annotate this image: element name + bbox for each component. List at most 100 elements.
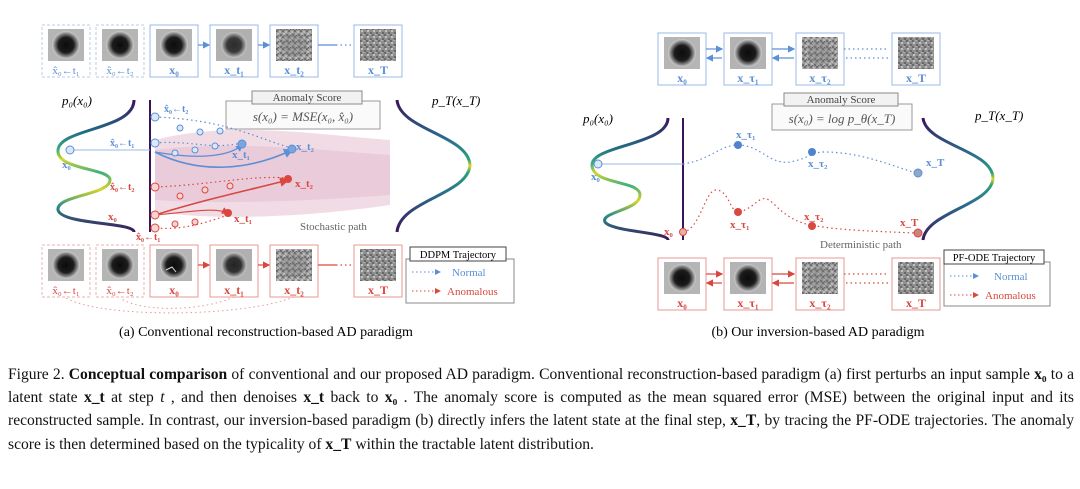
image-tile xyxy=(657,32,707,86)
legend-anomalous: Anomalous xyxy=(447,286,498,298)
tile-label: x̂₀←t₁ xyxy=(52,65,79,77)
anomaly-score-title: Anomaly Score xyxy=(273,92,342,104)
svg-text:x̂₀←t₂: x̂₀←t₂ xyxy=(110,182,134,193)
svg-text:x₀: x₀ xyxy=(664,226,674,238)
svg-text:x_t₁: x_t₁ xyxy=(232,149,250,161)
legend-title: DDPM Trajectory xyxy=(420,250,497,261)
image-tile xyxy=(891,32,941,86)
image-tile xyxy=(269,244,319,298)
tile-label: x̂₀←t₁ xyxy=(52,285,79,297)
sub-caption: (b) Our inversion-based AD paradigm xyxy=(711,325,924,340)
image-tile xyxy=(209,244,259,298)
svg-text:x_t₂: x_t₂ xyxy=(295,178,314,190)
figure-2: x̂₀←t₁ x̂₀←t₂ x₀ x_t₁ x_t₂ x_T p₀(x₀) p_… xyxy=(41,24,1051,340)
image-tile xyxy=(353,244,403,298)
caption-text: of conventional and our proposed AD para… xyxy=(227,366,1035,383)
tile-label: x̂₀←t₂ xyxy=(106,65,133,77)
image-tile xyxy=(41,24,91,78)
legend-normal: Normal xyxy=(994,271,1028,283)
sub-caption: (a) Conventional reconstruction-based AD… xyxy=(119,325,413,340)
legend-anomalous: Anomalous xyxy=(985,290,1036,302)
tile-label: x₀ xyxy=(169,63,179,77)
image-tile xyxy=(41,244,91,298)
panel-b-bottom-row: x₀ x_τ₁ x_τ₂ x_T xyxy=(657,257,941,311)
svg-text:x_τ₁: x_τ₁ xyxy=(736,129,755,141)
dist-curve-left xyxy=(590,117,670,242)
math-t: t xyxy=(160,389,165,407)
tile-label: x̂₀←t₂ xyxy=(106,285,133,297)
image-tile xyxy=(95,24,145,78)
anomalous-trajectory: x₀ x_τ₁ x_τ₂ x_T xyxy=(664,189,923,238)
tile-label: x_t₁ xyxy=(224,283,244,297)
tile-label: x_τ₂ xyxy=(809,71,831,85)
image-tile xyxy=(209,24,259,78)
tile-label: x₀ xyxy=(677,296,687,310)
svg-text:x_τ₂: x_τ₂ xyxy=(804,211,824,223)
anomaly-score-box: Anomaly Score s(x₀) = log p_θ(x_T) xyxy=(771,92,913,131)
tile-label: x_t₁ xyxy=(224,63,244,77)
caption-text: , and then denoises xyxy=(164,389,304,407)
anomaly-score-box: Anomaly Score s(x₀) = MSE(x₀, x̂₀) xyxy=(225,90,381,130)
tile-label: x_τ₁ xyxy=(737,296,759,310)
legend-normal: Normal xyxy=(452,267,486,279)
math-xt: x_t xyxy=(303,389,325,407)
tile-label: x_τ₂ xyxy=(809,296,831,310)
tile-label: x_t₂ xyxy=(284,63,304,77)
panel-a-top-row: x̂₀←t₁ x̂₀←t₂ x₀ x_t₁ x_t₂ x_T xyxy=(41,24,403,78)
tile-label: x_T xyxy=(906,296,926,310)
image-tile xyxy=(795,32,845,86)
panel-b: x₀ x_τ₁ x_τ₂ x_T Anomaly Score s(x₀) = l… xyxy=(582,32,1051,340)
image-tile xyxy=(891,257,941,311)
figure-number: Figure 2. xyxy=(8,366,65,383)
dist-label-left: p₀(x₀) xyxy=(582,111,613,126)
svg-text:x_t₂: x_t₂ xyxy=(296,141,315,153)
caption-text: within the tractable latent distribution… xyxy=(351,435,594,453)
panel-a: x̂₀←t₁ x̂₀←t₂ x₀ x_t₁ x_t₂ x_T p₀(x₀) p_… xyxy=(41,24,515,340)
image-tile xyxy=(723,257,773,311)
path-label: Deterministic path xyxy=(820,239,902,251)
image-tile xyxy=(95,244,145,298)
math-xT: x_T xyxy=(730,412,757,430)
anomaly-score-title: Anomaly Score xyxy=(807,94,876,106)
svg-text:x_τ₂: x_τ₂ xyxy=(808,158,828,170)
image-tile xyxy=(353,24,403,78)
svg-text:x₀: x₀ xyxy=(62,159,72,171)
math-x0: x₀ xyxy=(1034,366,1047,383)
tile-label: x_T xyxy=(368,63,388,77)
svg-text:x_τ₁: x_τ₁ xyxy=(730,219,749,231)
panel-b-top-row: x₀ x_τ₁ x_τ₂ x_T xyxy=(657,32,941,86)
panel-a-bottom-row: x̂₀←t₁ x̂₀←t₂ x₀ x_t₁ x_t₂ x_T xyxy=(41,244,403,314)
image-tile xyxy=(149,244,199,298)
math-x0: x₀ xyxy=(384,389,398,407)
tile-label: x_T xyxy=(368,283,388,297)
normal-trajectory: x̂₀←t₂ x̂₀←t₁ x₀ x_t₁ x_t₂ xyxy=(62,104,315,171)
caption-text: to a latent state xyxy=(8,366,1075,407)
tile-label: x_t₂ xyxy=(284,283,304,297)
svg-text:x̂₀←t₁: x̂₀←t₁ xyxy=(136,232,160,243)
caption-title: Conceptual comparison xyxy=(68,366,228,383)
svg-text:x_t₁: x_t₁ xyxy=(234,213,252,225)
image-tile xyxy=(657,257,707,311)
image-tile xyxy=(269,24,319,78)
anomaly-score-formula: s(x₀) = MSE(x₀, x̂₀) xyxy=(253,109,353,124)
tile-label: x₀ xyxy=(169,283,179,297)
legend: PF-ODE Trajectory Normal Anomalous xyxy=(943,249,1051,307)
image-tile xyxy=(149,24,199,78)
normal-trajectory: x₀ x_τ₁ x_τ₂ x_T xyxy=(591,129,945,183)
math-xt: x_t xyxy=(83,389,105,407)
image-tile xyxy=(795,257,845,311)
svg-text:x₀: x₀ xyxy=(108,211,118,223)
svg-text:x_T: x_T xyxy=(900,217,919,229)
image-tile xyxy=(723,32,773,86)
anomaly-score-formula: s(x₀) = log p_θ(x_T) xyxy=(789,111,896,126)
tile-label: x_τ₁ xyxy=(737,71,759,85)
caption-text: . The anomaly score is computed as the m… xyxy=(8,389,1074,430)
dist-label-left: p₀(x₀) xyxy=(61,93,92,108)
math-xT: x_T xyxy=(325,435,352,453)
tile-label: x_T xyxy=(906,71,926,85)
dist-curve-left xyxy=(56,99,136,234)
dist-label-right: p_T(x_T) xyxy=(974,108,1023,123)
dist-curve-right xyxy=(395,99,472,233)
anomalous-trajectory: x̂₀←t₂ x₀ x̂₀←t₁ x_t₁ x_t₂ xyxy=(108,175,314,243)
svg-text:x̂₀←t₁: x̂₀←t₁ xyxy=(110,138,134,149)
